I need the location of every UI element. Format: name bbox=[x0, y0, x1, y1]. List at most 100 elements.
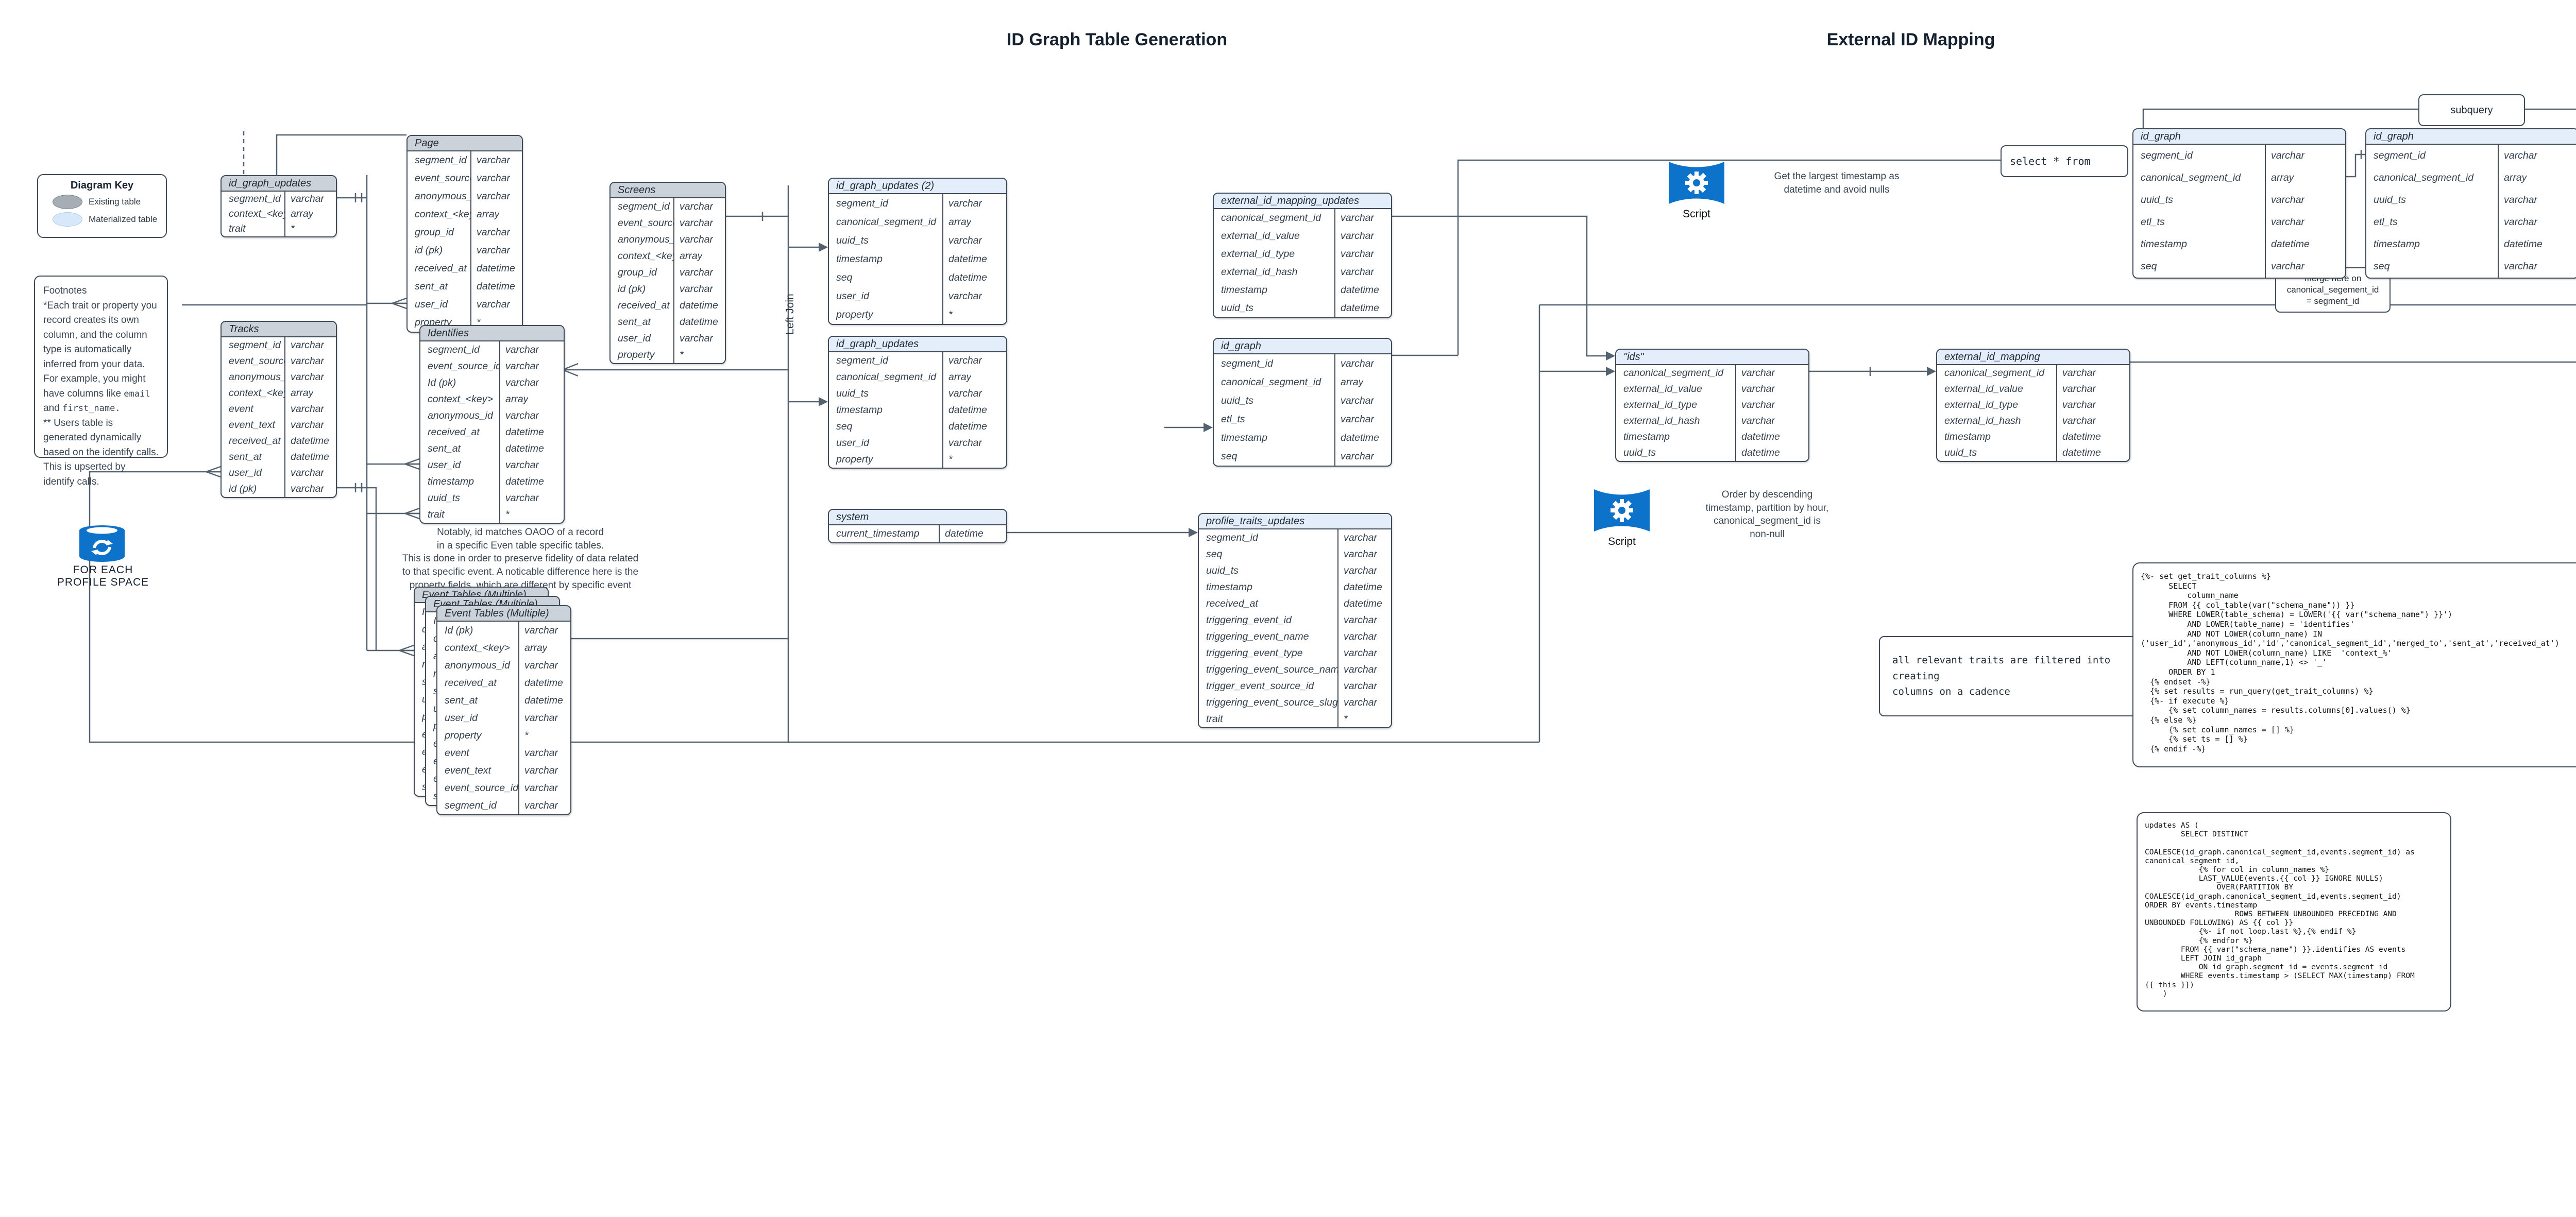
column-type: varchar bbox=[291, 355, 325, 367]
column-name: property bbox=[445, 729, 482, 741]
table-tracks[interactable]: Trackssegment_idvarcharevent_source_idva… bbox=[221, 321, 337, 498]
diagram-key[interactable]: Diagram Key Existing table Materialized … bbox=[37, 174, 167, 238]
table-screens[interactable]: Screenssegment_idvarcharevent_source_idv… bbox=[609, 182, 726, 364]
footnote-code-firstname: first_name. bbox=[62, 403, 121, 414]
script-icon-2[interactable] bbox=[1594, 488, 1650, 536]
column-type: varchar bbox=[2504, 261, 2538, 272]
column-type: * bbox=[477, 317, 481, 328]
column-type: datetime bbox=[680, 316, 718, 328]
code-updates-cte: updates AS ( SELECT DISTINCT COALESCE(id… bbox=[2145, 821, 2415, 998]
column-type: array bbox=[2504, 172, 2527, 183]
column-name: timestamp bbox=[2374, 238, 2420, 250]
column-name: canonical_segment_id bbox=[1221, 212, 1321, 224]
section-title-id-graph: ID Graph Table Generation bbox=[1006, 30, 1228, 49]
script-icon-1[interactable] bbox=[1669, 160, 1724, 208]
traits-filtered-note[interactable]: all relevant traits are filtered into cr… bbox=[1879, 636, 2148, 716]
footnotes-box[interactable]: Footnotes *Each trait or property you re… bbox=[34, 276, 168, 487]
column-name: trait bbox=[229, 223, 246, 234]
code-box-get-trait-columns[interactable]: {%- set get_trait_columns %} SELECT colu… bbox=[2132, 562, 2576, 767]
column-type: varchar bbox=[1341, 450, 1375, 462]
column-name: canonical_segment_id bbox=[1944, 367, 2045, 379]
script-1-label: Script bbox=[1683, 208, 1710, 220]
select-from-box[interactable]: select * from bbox=[2001, 145, 2128, 177]
column-type: varchar bbox=[1741, 415, 1775, 426]
column-name: trait bbox=[428, 508, 445, 520]
table-title: Tracks bbox=[229, 323, 259, 335]
database-sync-icon[interactable] bbox=[78, 525, 126, 565]
column-type: varchar bbox=[948, 290, 982, 302]
column-name: segment_id bbox=[2374, 150, 2426, 161]
column-type: varchar bbox=[680, 266, 714, 278]
table-row: trait* bbox=[222, 221, 336, 236]
column-name: uuid_ts bbox=[1944, 447, 1977, 458]
column-type: varchar bbox=[524, 712, 558, 724]
column-type: array bbox=[505, 393, 529, 405]
column-type: varchar bbox=[524, 799, 558, 811]
column-name: timestamp bbox=[1623, 431, 1670, 442]
table-page[interactable]: Pagesegment_idvarcharevent_source_idvarc… bbox=[406, 135, 523, 333]
column-name: user_id bbox=[836, 437, 869, 449]
column-type: varchar bbox=[1341, 266, 1375, 278]
column-type: datetime bbox=[1344, 581, 1382, 593]
table-row: context_<key>array bbox=[222, 385, 336, 401]
table-title: id_graph bbox=[2374, 130, 2414, 142]
column-type: varchar bbox=[1341, 413, 1375, 425]
column-name: event bbox=[445, 747, 469, 759]
column-type: varchar bbox=[948, 234, 982, 246]
column-type: varchar bbox=[2271, 150, 2305, 161]
column-name: segment_id bbox=[2141, 150, 2193, 161]
column-type: datetime bbox=[2271, 238, 2310, 250]
column-type: datetime bbox=[948, 253, 987, 265]
table-row: property* bbox=[437, 727, 570, 744]
column-type: datetime bbox=[680, 299, 718, 311]
column-type: varchar bbox=[291, 193, 325, 204]
column-name: timestamp bbox=[428, 475, 474, 487]
code-box-updates-cte[interactable]: updates AS ( SELECT DISTINCT COALESCE(id… bbox=[2137, 812, 2451, 1012]
column-name: trigger_event_source_id bbox=[1206, 680, 1314, 692]
footnote-text-2: and bbox=[43, 403, 62, 414]
column-name: uuid_ts bbox=[1221, 395, 1253, 406]
table-title: external_id_mapping bbox=[1944, 351, 2040, 363]
column-type: varchar bbox=[680, 233, 714, 245]
column-name: sent_at bbox=[229, 451, 262, 462]
column-name: etl_ts bbox=[2374, 216, 2398, 228]
subquery-box[interactable]: subquery bbox=[2418, 94, 2525, 126]
column-type: varchar bbox=[1741, 399, 1775, 410]
column-name: received_at bbox=[428, 426, 480, 438]
column-name: segment_id bbox=[229, 339, 281, 351]
column-name: uuid_ts bbox=[428, 492, 460, 504]
column-type: varchar bbox=[524, 764, 558, 776]
column-name: timestamp bbox=[836, 404, 883, 416]
column-type: varchar bbox=[2062, 415, 2096, 426]
column-type: datetime bbox=[524, 694, 563, 706]
